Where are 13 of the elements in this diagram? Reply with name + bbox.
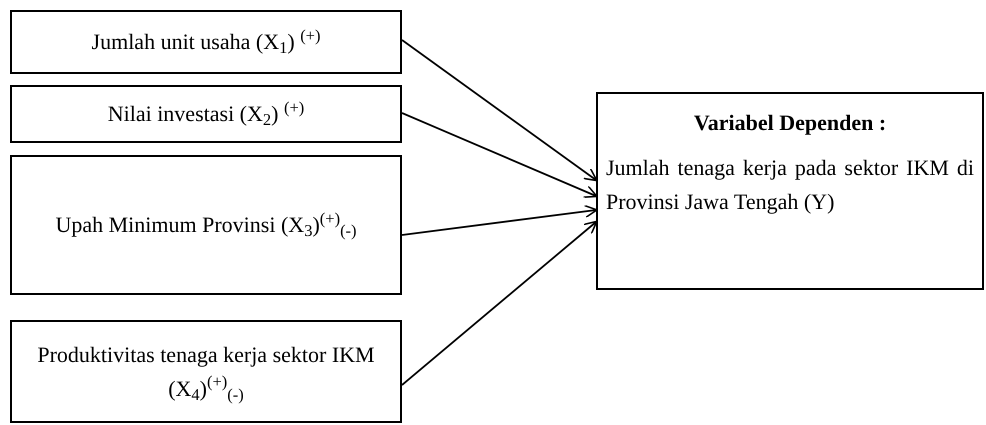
arrow: [401, 220, 598, 386]
arrow: [402, 112, 598, 198]
text-box: [10, 155, 402, 295]
box-text: Jumlah unit usaha (X$_{1}$) $^{(+)}$: [92, 25, 320, 59]
text-box: [596, 92, 984, 290]
text-box: [10, 10, 402, 74]
text-box: [10, 85, 402, 143]
box-heading: Variabel Dependen :: [692, 109, 888, 137]
box-text: Nilai investasi (X$_{2}$) $^{(+)}$: [108, 97, 304, 131]
arrow: [401, 39, 598, 182]
arrow: [402, 204, 598, 236]
box-text: Jumlah tenaga kerja pada sektor IKM di Provinsi Jawa Tengah (Y): [606, 154, 974, 216]
text-box: [10, 320, 402, 423]
